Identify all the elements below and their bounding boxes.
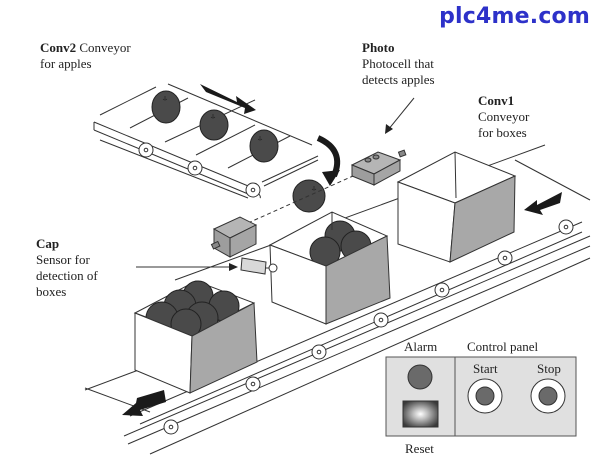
conv1-roller <box>558 219 574 235</box>
conv1-direction-arrow <box>524 192 562 215</box>
conv1-roller <box>434 282 450 298</box>
conv1-roller <box>373 312 389 328</box>
conv1-roller <box>245 376 261 392</box>
photocell-emitter <box>210 216 258 258</box>
alarm-label: Alarm <box>404 339 437 354</box>
photo-label: Photo Photocell that detects apples <box>362 40 435 88</box>
photocell-sensor <box>350 149 407 186</box>
conv1-desc-2: for boxes <box>478 125 527 140</box>
cap-name: Cap <box>36 236 60 251</box>
conv1-roller <box>163 419 179 435</box>
conv2-desc-2: for apples <box>40 56 92 71</box>
cap-label: Cap Sensor for detection of boxes <box>36 236 98 300</box>
drop-arrow <box>316 135 341 178</box>
apple <box>199 109 229 141</box>
cap-desc-2: detection of <box>36 268 98 283</box>
conv1-roller <box>311 344 327 360</box>
photo-desc-1: Photocell that <box>362 56 434 71</box>
control-panel-title: Control panel <box>467 339 539 354</box>
photo-name: Photo <box>362 40 395 55</box>
stop-label: Stop <box>537 361 561 376</box>
start-button[interactable] <box>467 378 503 414</box>
photocell-beam <box>247 175 354 224</box>
conv2-roller <box>187 160 203 176</box>
alarm-light <box>407 364 433 390</box>
apple <box>151 90 181 124</box>
stop-button[interactable] <box>530 378 566 414</box>
cap-sensor <box>240 257 278 275</box>
conv1-exit-arrow <box>122 390 166 416</box>
conv2-desc-1: Conveyor <box>79 40 131 55</box>
cap-desc-1: Sensor for <box>36 252 90 267</box>
box-filling <box>268 211 391 325</box>
conv1-label: Conv1 Conveyor for boxes <box>478 93 529 141</box>
conv1-conveyor <box>84 144 591 455</box>
conv1-desc-1: Conveyor <box>478 109 530 124</box>
photo-desc-2: detects apples <box>362 72 435 87</box>
conv2-roller <box>138 142 154 158</box>
conv1-name: Conv1 <box>478 93 515 108</box>
apple <box>249 129 279 163</box>
conv1-roller <box>497 250 513 266</box>
conv2-name: Conv2 <box>40 40 77 55</box>
reset-button[interactable] <box>402 400 439 428</box>
watermark: plc4me.com <box>439 4 590 29</box>
start-label: Start <box>473 361 498 376</box>
cap-desc-3: boxes <box>36 284 67 299</box>
conv2-roller <box>245 182 261 198</box>
box-full <box>133 280 258 394</box>
box-empty <box>396 151 517 263</box>
conv2-direction-arrow <box>200 84 256 114</box>
conv2-label: Conv2 Conveyor for apples <box>40 40 131 72</box>
conv2-conveyor <box>93 83 319 199</box>
reset-label: Reset <box>405 441 434 456</box>
